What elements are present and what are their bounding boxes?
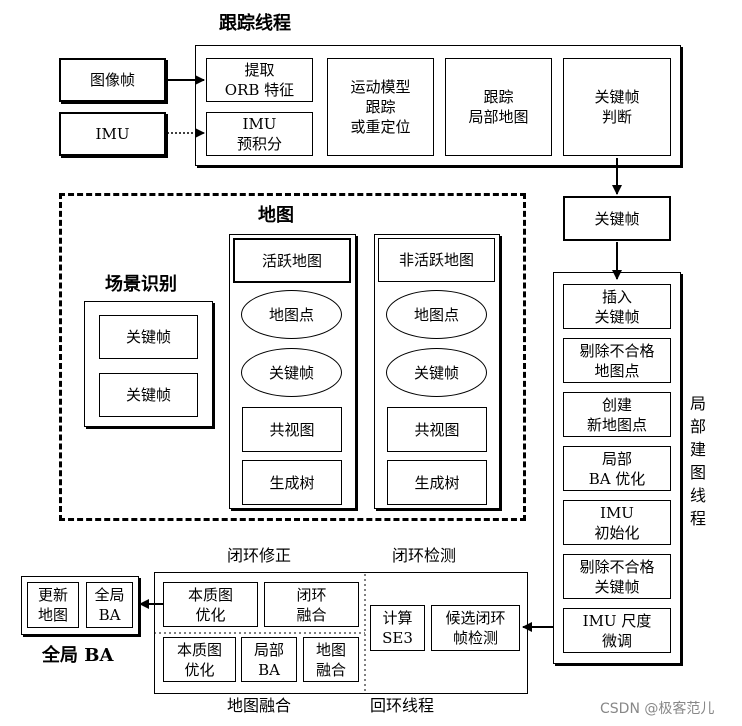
scene-keyframe-1: 关键帧 <box>99 315 198 359</box>
scene-recognition-frame <box>84 301 213 427</box>
tracking-thread-title: 跟踪线程 <box>219 13 291 34</box>
keyframe-decision-box: 关键帧 判断 <box>563 58 671 156</box>
motion-model-tracking-box: 运动模型 跟踪 或重定位 <box>327 58 434 156</box>
essential-graph-opt-merge-box: 本质图 优化 <box>163 637 236 682</box>
tracking-thread-frame <box>195 45 681 166</box>
global-ba-title: 全局 BA <box>42 645 114 666</box>
active-map-title-box: 活跃地图 <box>233 238 351 283</box>
update-map-box: 更新 地图 <box>27 582 79 628</box>
loop-thread-frame <box>154 572 528 694</box>
cull-keyframes-box: 剔除不合格 关键帧 <box>563 554 671 599</box>
local-mapping-title: 局 部 建 图 线 程 <box>689 394 706 528</box>
inactive-map-frame <box>374 234 500 509</box>
global-ba-frame <box>21 576 139 635</box>
cull-map-points-box: 剔除不合格 地图点 <box>563 338 671 383</box>
inactive-map-covisibility-box: 共视图 <box>387 407 487 452</box>
active-map-covisibility-box: 共视图 <box>242 407 342 452</box>
active-map-keyframes-ellipse: 关键帧 <box>241 348 342 397</box>
merge-local-ba-box: 局部 BA <box>241 637 297 682</box>
inactive-map-title-box: 非活跃地图 <box>378 238 495 282</box>
active-map-spanning-tree-box: 生成树 <box>242 460 342 505</box>
loop-correction-title: 闭环修正 <box>227 546 292 565</box>
insert-keyframe-box: 插入 关键帧 <box>563 284 671 329</box>
scene-recognition-title: 场景识别 <box>105 274 177 295</box>
active-map-frame <box>229 234 356 509</box>
watermark: CSDN @极客范儿 <box>600 701 715 717</box>
inactive-map-spanning-tree-box: 生成树 <box>387 460 487 505</box>
map-title: 地图 <box>258 205 294 226</box>
create-map-points-box: 创建 新地图点 <box>563 392 671 437</box>
map-merging-title: 地图融合 <box>227 696 292 715</box>
local-ba-box: 局部 BA 优化 <box>563 446 671 491</box>
local-mapping-frame <box>553 272 681 664</box>
keyframe-box: 关键帧 <box>563 196 671 241</box>
active-map-points-ellipse: 地图点 <box>241 290 342 339</box>
loop-detection-title: 闭环检测 <box>392 546 457 565</box>
loop-fusion-box: 闭环 融合 <box>264 582 359 627</box>
imu-init-box: IMU 初始化 <box>563 500 671 545</box>
imu-scale-refine-box: IMU 尺度 微调 <box>563 608 671 653</box>
imu-preintegration-box: IMU 预积分 <box>206 112 313 156</box>
map-dashed-frame <box>59 193 526 521</box>
scene-keyframe-2: 关键帧 <box>99 373 198 417</box>
imu-box: IMU <box>59 112 166 156</box>
map-fusion-box: 地图 融合 <box>303 637 359 682</box>
loop-thread-title: 回环线程 <box>370 696 435 715</box>
track-local-map-box: 跟踪 局部地图 <box>445 58 552 156</box>
inactive-map-keyframes-ellipse: 关键帧 <box>386 348 487 397</box>
extract-orb-box: 提取 ORB 特征 <box>206 58 313 102</box>
image-frame-box: 图像帧 <box>59 58 166 102</box>
candidate-loop-detection-box: 候选闭环 帧检测 <box>431 605 520 651</box>
global-ba-box: 全局 BA <box>86 582 133 628</box>
compute-se3-box: 计算 SE3 <box>370 605 425 651</box>
inactive-map-points-ellipse: 地图点 <box>386 290 487 339</box>
essential-graph-opt-box: 本质图 优化 <box>163 582 258 627</box>
